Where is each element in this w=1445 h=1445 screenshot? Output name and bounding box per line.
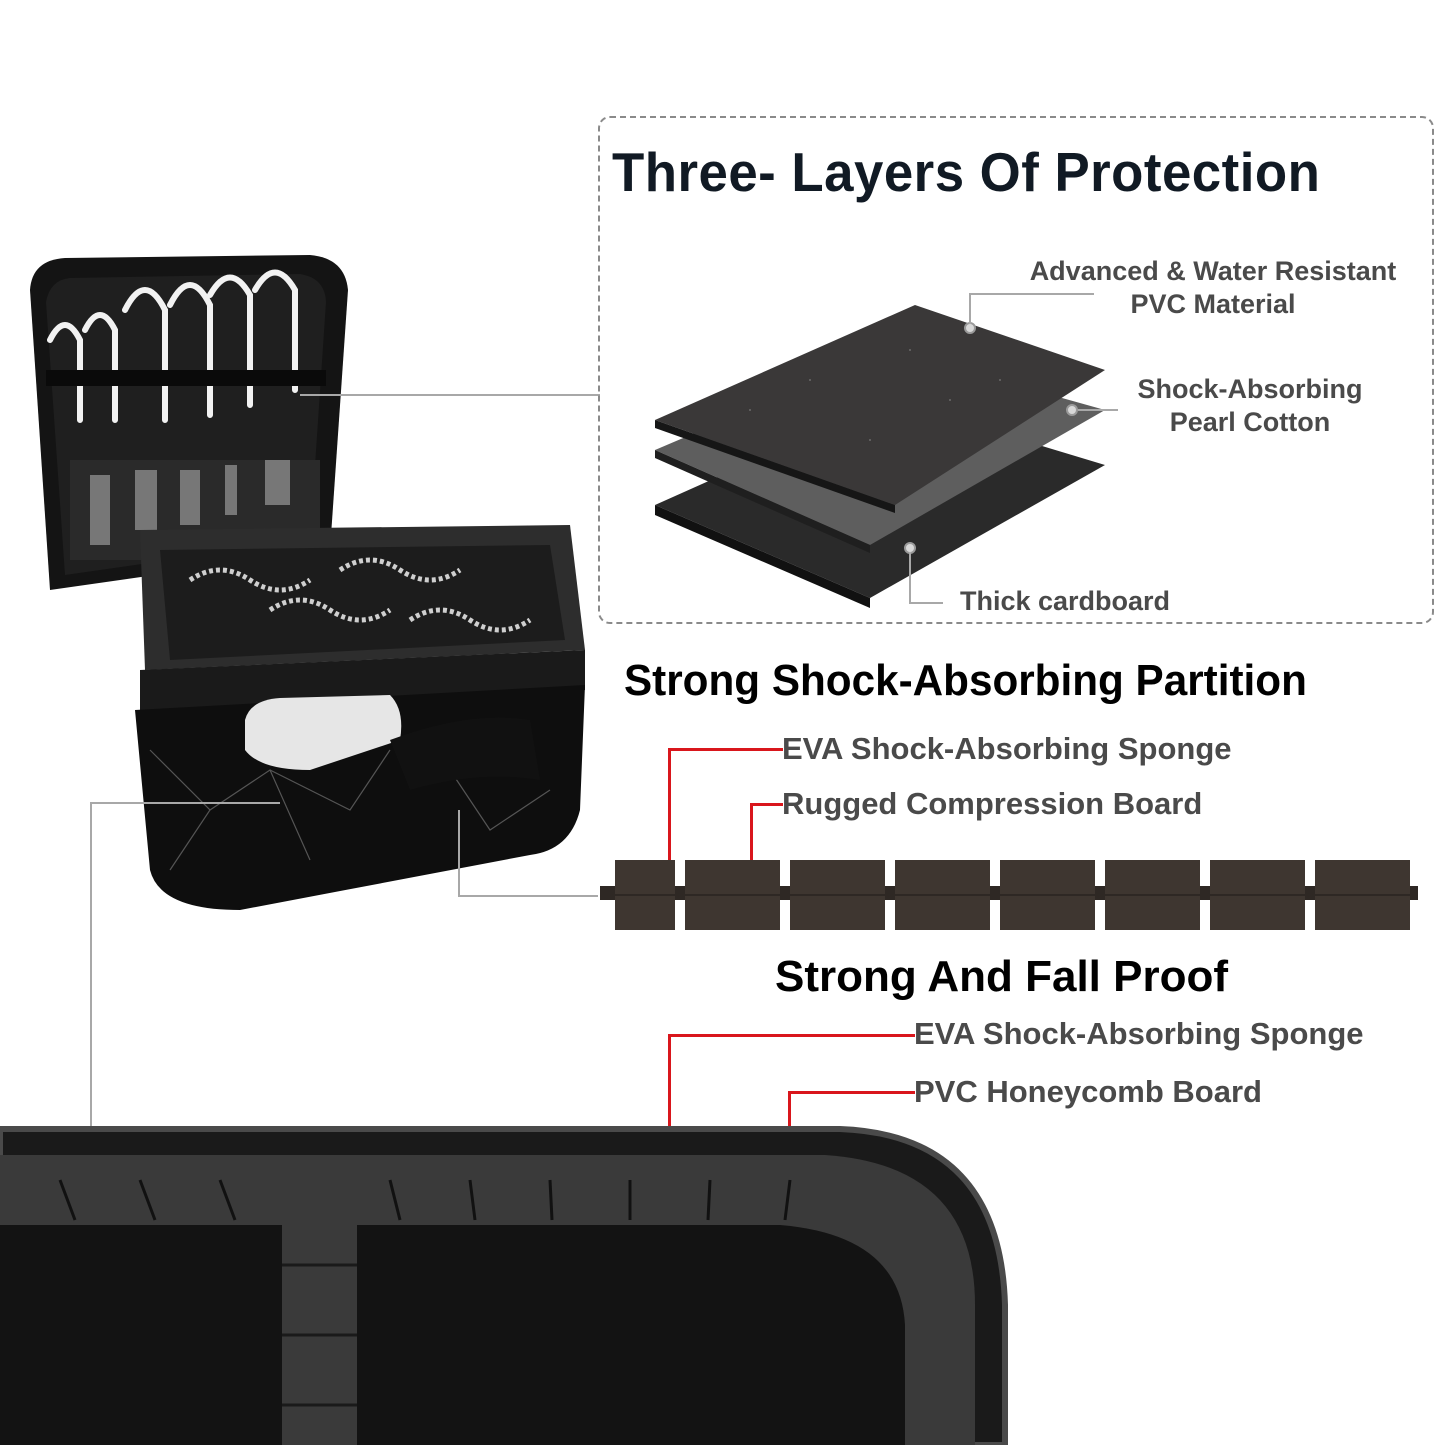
callout-line-cardboard-v <box>909 552 911 604</box>
partition-callout-eva: EVA Shock-Absorbing Sponge <box>782 731 1232 766</box>
callout-line-eva-shell-v <box>668 1034 671 1190</box>
layers-illustration <box>650 290 1110 620</box>
partition-callout-compression: Rugged Compression Board <box>782 786 1203 821</box>
connector-line-shell <box>90 802 92 1147</box>
fallproof-title: Strong And Fall Proof <box>775 952 1228 1001</box>
partition-title: Strong Shock-Absorbing Partition <box>624 656 1307 705</box>
connector-line-lid <box>300 394 600 396</box>
layer-label-pvc: Advanced & Water Resistant PVC Material <box>1029 256 1397 319</box>
partition-illustration <box>600 858 1418 933</box>
shell-callout-honeycomb: PVC Honeycomb Board <box>914 1074 1262 1109</box>
callout-line-cardboard-h <box>909 602 943 604</box>
callout-line-pvc-v <box>969 294 971 324</box>
callout-line-eva-partition-v <box>668 748 671 874</box>
callout-line-pearl-cotton <box>1078 409 1118 411</box>
case-interior-image <box>0 1125 1010 1445</box>
callout-line-honeycomb-h <box>788 1091 915 1094</box>
layer-label-pearl-cotton: Shock-Absorbing Pearl Cotton <box>1137 374 1363 437</box>
callout-line-eva-partition-h <box>668 748 783 751</box>
product-image-organizer-case <box>10 250 590 920</box>
callout-line-eva-shell-h <box>668 1034 915 1037</box>
callout-line-compression-h <box>750 803 783 806</box>
connector-line-shell-h <box>90 802 280 804</box>
layer-label-cardboard: Thick cardboard <box>960 586 1171 616</box>
shell-callout-eva: EVA Shock-Absorbing Sponge <box>914 1016 1364 1051</box>
callout-dot-pearl-cotton <box>1066 404 1078 416</box>
connector-line-partition <box>458 810 460 896</box>
connector-line-partition-h <box>458 895 598 897</box>
layers-panel <box>598 116 1434 624</box>
callout-line-compression-v <box>750 803 753 897</box>
callout-line-pvc-h <box>969 293 1094 295</box>
layers-title: Three- Layers Of Protection <box>612 141 1321 203</box>
